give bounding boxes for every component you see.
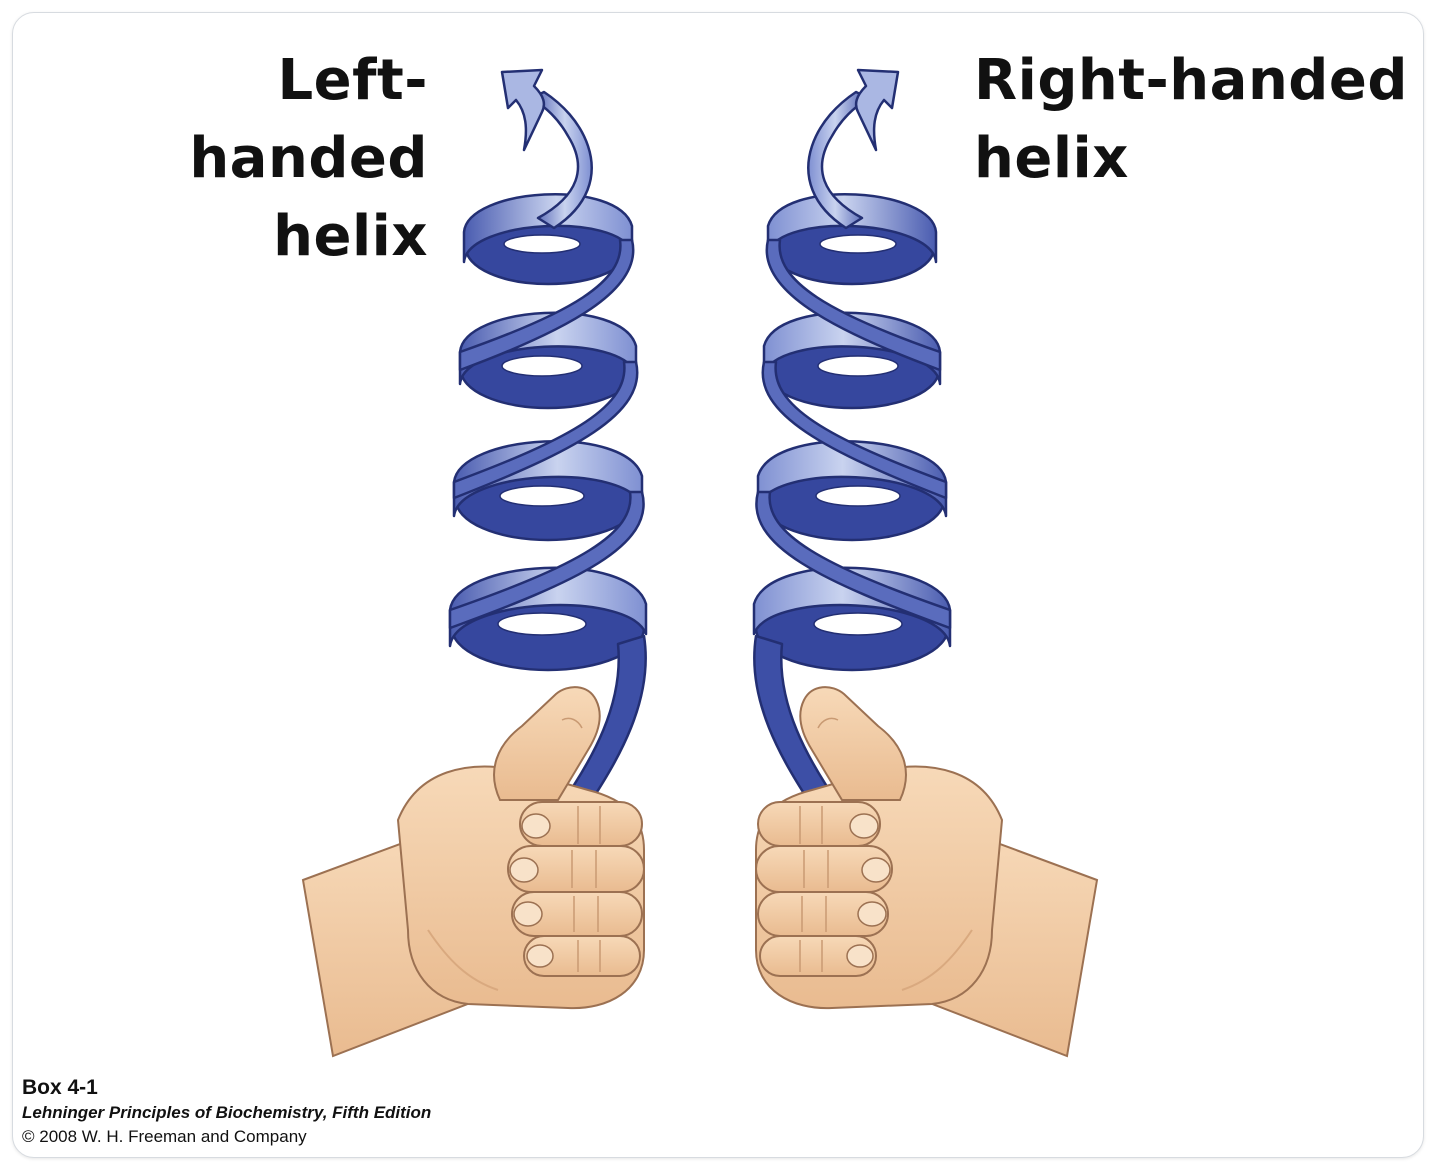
right-heading-line1: Right-handed [974,48,1408,113]
right-helix-heading: Right-handed helix [974,42,1414,198]
caption-label: Box 4-1 [22,1076,98,1099]
left-heading-line1: Left-handed [189,48,428,191]
left-helix-ribbon [448,68,648,808]
right-heading-line2: helix [974,126,1129,191]
left-heading-line2: helix [273,204,428,269]
right-hand [755,686,1098,1057]
left-hand [302,686,645,1057]
caption-copyright: © 2008 W. H. Freeman and Company [22,1127,307,1146]
left-helix-heading: Left-handed helix [44,42,428,276]
figure-caption: Box 4-1 Lehninger Principles of Biochemi… [22,1074,431,1149]
right-helix-ribbon [752,68,952,808]
caption-book-title: Lehninger Principles of Biochemistry, Fi… [22,1103,432,1122]
figure-frame [12,12,1424,1158]
